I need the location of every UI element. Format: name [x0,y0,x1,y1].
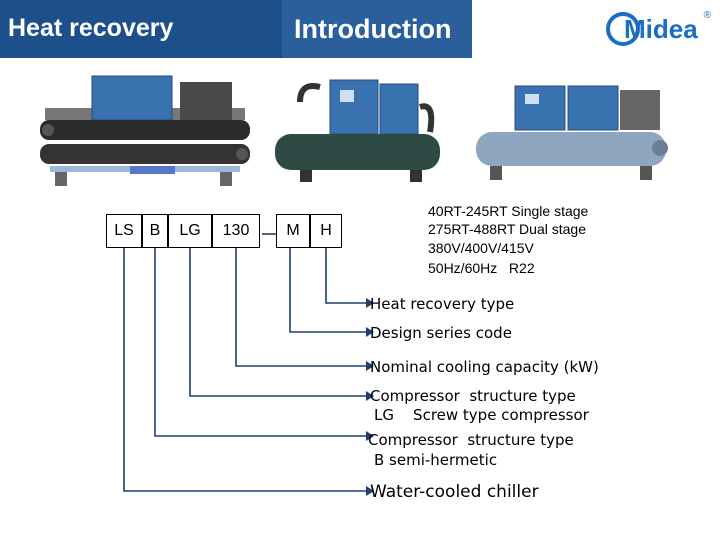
page-title-panel: Introduction [282,0,472,58]
spec-dual-stage: 275RT-488RT Dual stage [428,221,586,237]
registered-mark: ® [703,10,711,21]
code-box-ls: LS [106,214,142,248]
desc-compressor-b-title: Compressor structure type [368,431,574,449]
spec-frequency-refrigerant: 50Hz/60Hz R22 [428,260,535,276]
spec-single-stage: 40RT-245RT Single stage [428,203,589,219]
code-box-130: 130 [212,214,260,248]
logo-text: Midea [624,14,698,44]
chiller-unit-photo-1 [40,75,250,186]
chiller-unit-photo-3 [476,85,668,180]
code-box-b: B [142,214,168,248]
desc-compressor-lg-detail: LG Screw type compressor [374,406,589,424]
page-title: Introduction [294,14,452,44]
logo-circle-icon [606,12,640,46]
desc-water-cooled: Water-cooled chiller [370,482,539,502]
desc-heat-recovery: Heat recovery type [370,295,515,313]
desc-nominal-capacity: Nominal cooling capacity (kW) [370,358,599,376]
logo-panel [472,0,720,58]
code-box-h: H [310,214,342,248]
product-photos [40,75,668,186]
code-box-m: M [276,214,310,248]
section-title-panel: Heat recovery [0,0,282,58]
desc-compressor-lg-title: Compressor structure type [370,387,576,405]
code-box-lg: LG [168,214,212,248]
desc-design-series: Design series code [370,324,512,342]
spec-voltage: 380V/400V/415V [428,240,534,256]
midea-logo: Midea ® [606,10,711,52]
chiller-unit-photo-2 [275,79,440,182]
desc-compressor-b-detail: B semi-hermetic [374,451,498,469]
header-bar: Heat recovery Introduction Midea ® [0,0,720,58]
section-title: Heat recovery [8,14,174,42]
